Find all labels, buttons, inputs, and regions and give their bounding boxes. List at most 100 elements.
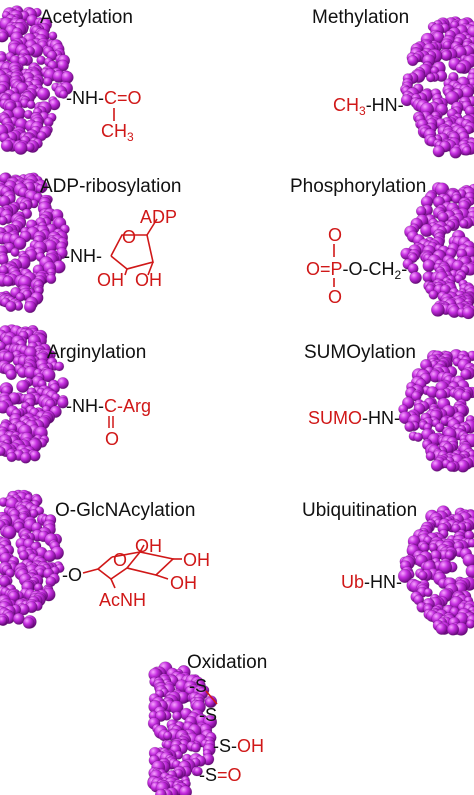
atom-sphere xyxy=(461,146,472,156)
disulfide-bond xyxy=(205,690,218,705)
atom-sphere xyxy=(423,587,433,598)
atom-sphere xyxy=(0,139,14,153)
sulfur-label: -S- xyxy=(213,736,237,756)
atom-sphere xyxy=(42,76,53,87)
atom-sphere xyxy=(45,273,57,285)
atom-sphere xyxy=(43,549,56,563)
double-bond: = xyxy=(217,765,228,785)
double-bond: = xyxy=(117,88,128,108)
acetamido-label: AcNH xyxy=(99,590,147,610)
atom-sphere xyxy=(407,54,419,67)
carbon-label: C xyxy=(104,88,117,108)
hydroxyl-label: OH xyxy=(183,550,210,570)
atom-sphere xyxy=(163,731,173,741)
atom-sphere xyxy=(6,451,17,463)
protein-surface xyxy=(0,324,69,464)
linker-label: -HN- xyxy=(362,408,400,428)
atom-sphere xyxy=(190,742,201,753)
sulfur-label: -S xyxy=(199,705,217,725)
oxygen-label: O xyxy=(227,765,242,785)
methyl-subscript: 3 xyxy=(127,130,134,144)
atom-sphere xyxy=(444,550,455,561)
atom-sphere xyxy=(172,711,182,721)
atom-sphere xyxy=(36,87,51,101)
oxygen-label: O xyxy=(105,429,120,449)
linker-label: -NH- xyxy=(66,396,104,416)
double-bond-vertical xyxy=(108,416,114,428)
sulfur-label: -S xyxy=(199,765,217,785)
atom-sphere xyxy=(460,391,472,402)
atom-sphere xyxy=(2,525,17,540)
methyl-label: CH xyxy=(101,121,127,141)
structure-label: O=P-O-CH2- xyxy=(306,260,407,281)
oxygen-label: O xyxy=(328,287,343,307)
protein-surface xyxy=(0,489,65,629)
atom-sphere xyxy=(193,766,203,777)
ribose-ring xyxy=(110,218,158,276)
atom-sphere xyxy=(54,361,65,372)
panel-title: Ubiquitination xyxy=(302,500,418,521)
protein-surface xyxy=(397,505,474,636)
atom-sphere xyxy=(404,421,415,433)
atom-sphere xyxy=(446,461,457,472)
double-bond: = xyxy=(320,259,331,279)
methyl-group: CH3 xyxy=(101,122,134,143)
adp-label: ADP xyxy=(140,207,178,227)
panel-title: Phosphorylation xyxy=(290,176,427,197)
atom-sphere xyxy=(0,446,6,457)
atom-sphere xyxy=(441,50,452,61)
atom-sphere xyxy=(56,396,69,409)
atom-sphere xyxy=(426,72,436,83)
atom-sphere xyxy=(455,62,467,74)
carbon-label: C xyxy=(104,396,117,416)
hydroxyl-label: OH xyxy=(97,270,124,290)
atom-sphere xyxy=(449,146,462,159)
atom-sphere xyxy=(16,379,30,393)
atom-sphere xyxy=(397,568,412,583)
panel-title: ADP-ribosylation xyxy=(40,176,182,197)
protein-surface xyxy=(147,661,218,795)
atom-sphere xyxy=(431,303,445,317)
sulfur-label: -S xyxy=(189,676,207,696)
linker-label: -O-CH xyxy=(342,259,395,279)
ring-oxygen-label: O xyxy=(122,227,137,247)
atom-sphere xyxy=(422,259,436,273)
panel-title: SUMOylation xyxy=(304,342,416,363)
linker-label: -NH- xyxy=(66,88,104,108)
protein-surface xyxy=(0,5,74,155)
atom-sphere xyxy=(48,31,58,41)
atom-sphere xyxy=(467,538,474,548)
linker-subscript: 2 xyxy=(394,268,402,282)
atom-sphere xyxy=(432,145,445,158)
bond-line xyxy=(113,108,115,121)
structure-label: SUMO-HN- xyxy=(308,409,400,427)
panel-title: Methylation xyxy=(312,7,410,28)
atom-sphere xyxy=(434,422,445,433)
protein-surface xyxy=(398,348,474,473)
protein-surface xyxy=(0,172,70,314)
sulfenic-acid-label: -S-OH xyxy=(213,737,264,755)
atom-sphere xyxy=(458,218,469,229)
atom-sphere xyxy=(5,300,17,312)
atom-sphere xyxy=(2,275,14,287)
atom-sphere xyxy=(462,306,474,320)
methyl-label: CH xyxy=(333,95,359,115)
hydroxyl-label: OH xyxy=(170,573,197,593)
atom-sphere xyxy=(0,215,8,226)
ubiquitin-label: Ub xyxy=(341,572,365,592)
atom-sphere xyxy=(5,368,17,381)
protein-surface xyxy=(400,16,474,159)
linker-label: -HN- xyxy=(365,95,404,115)
atom-sphere xyxy=(20,452,32,464)
panel-title: Acetylation xyxy=(40,7,133,28)
atom-sphere xyxy=(13,237,27,251)
panel-title: Arginylation xyxy=(47,342,147,363)
linker-end: - xyxy=(401,259,408,279)
atom-sphere xyxy=(465,619,474,629)
arginine-label: -Arg xyxy=(117,396,152,416)
atom-sphere xyxy=(417,570,428,581)
oxygen-label: O xyxy=(306,259,321,279)
bond-line xyxy=(333,244,335,257)
hydroxyl-label: OH xyxy=(135,536,162,556)
atom-sphere xyxy=(14,141,28,155)
